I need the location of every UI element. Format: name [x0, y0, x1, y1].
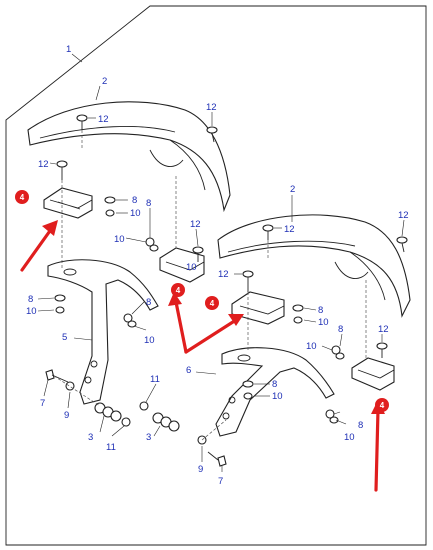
callout-9-right: 9 [198, 464, 203, 475]
highlight-arrows [20, 220, 385, 492]
washer-8-c [292, 304, 304, 312]
callout-11-top: 11 [150, 374, 160, 385]
badge-4-a: 4 [15, 190, 29, 204]
svg-text:4: 4 [380, 401, 385, 410]
support-arm-5 [47, 259, 159, 405]
callout-10-e: 10 [318, 317, 329, 328]
callout-7-left: 7 [40, 398, 45, 409]
callout-10-b: 10 [114, 234, 125, 245]
callout-3-right: 3 [146, 432, 151, 443]
bracket-4-center [159, 247, 205, 283]
callout-12-a: 12 [98, 114, 109, 125]
callout-8-g: 8 [272, 379, 277, 390]
callout-8-d: 8 [146, 297, 151, 308]
callout-8-b: 8 [146, 198, 151, 209]
bolt-12-f [192, 246, 204, 262]
nut-10-f [331, 345, 345, 360]
bolt-12-a [76, 114, 88, 130]
assembly-lines [53, 130, 367, 441]
callout-10-g: 10 [272, 391, 283, 402]
callout-10-h: 10 [344, 432, 355, 443]
callout-5: 5 [62, 332, 67, 343]
assembly-frame [5, 5, 427, 546]
callout-12-e: 12 [398, 210, 409, 221]
bolt-7-right [207, 451, 227, 467]
bolt-12-c [56, 160, 68, 180]
callout-12-c: 12 [38, 159, 49, 170]
nut-10-a [105, 209, 115, 217]
bolt-7-left [45, 369, 69, 383]
callout-3-left: 3 [88, 432, 93, 443]
callout-12-h: 12 [378, 324, 389, 335]
nut-10-c [55, 306, 65, 314]
badge-4-c: 4 [205, 296, 219, 310]
callout-8-a: 8 [132, 195, 137, 206]
callout-8-f: 8 [338, 324, 343, 335]
bracket-4-right-lower [351, 357, 395, 391]
washer-8-b [54, 294, 66, 302]
spacer-3-right [152, 412, 180, 432]
callout-8-c: 8 [28, 294, 33, 305]
callout-12-b: 12 [206, 102, 217, 113]
nut-10-g [243, 392, 253, 400]
nut-10-d [123, 313, 137, 328]
nut-10-b [145, 237, 159, 252]
fender-left [27, 101, 231, 213]
callout-1: 1 [66, 44, 71, 55]
washer-8-d [242, 380, 254, 388]
washer-8-a [104, 196, 116, 204]
fender-right [217, 214, 411, 318]
support-arm-6 [215, 347, 335, 437]
bolt-12-g [242, 270, 254, 292]
bracket-4-left [43, 187, 93, 219]
callout-2-right: 2 [290, 184, 295, 195]
bolt-12-h [376, 342, 388, 358]
callout-10-d: 10 [144, 335, 155, 346]
callout-10-c: 10 [26, 306, 37, 317]
callout-8-e: 8 [318, 305, 323, 316]
washer-9-left [65, 381, 75, 391]
callout-labels: 1 2 2 3 3 5 6 7 7 8 8 8 8 8 8 8 8 9 9 10… [26, 44, 409, 487]
callout-6: 6 [186, 365, 191, 376]
callout-10-i: 10 [186, 262, 197, 273]
bolt-12-e [396, 236, 408, 253]
callout-9-left: 9 [64, 410, 69, 421]
callout-12-f: 12 [190, 219, 201, 230]
washer-11-left [121, 417, 131, 427]
callout-10-f: 10 [306, 341, 317, 352]
callout-8-h: 8 [358, 420, 363, 431]
callout-12-g: 12 [218, 269, 229, 280]
bolt-12-b [206, 126, 218, 143]
spacer-3-left [94, 402, 122, 422]
badge-4-d: 4 [375, 398, 389, 412]
badge-4-b: 4 [171, 283, 185, 297]
callout-2-left: 2 [102, 76, 107, 87]
bolt-12-d [262, 224, 274, 240]
washer-11-mid [139, 401, 149, 411]
nut-10-e [293, 316, 303, 324]
callout-10-a: 10 [130, 208, 141, 219]
callout-12-d: 12 [284, 224, 295, 235]
svg-text:4: 4 [210, 299, 215, 308]
svg-text:4: 4 [176, 286, 181, 295]
badges: 4 4 4 4 [15, 190, 389, 412]
callout-11-bottom: 11 [106, 442, 116, 453]
svg-text:4: 4 [20, 193, 25, 202]
nut-10-h [325, 409, 339, 424]
callout-7-right: 7 [218, 476, 223, 487]
leader-lines [37, 53, 405, 472]
